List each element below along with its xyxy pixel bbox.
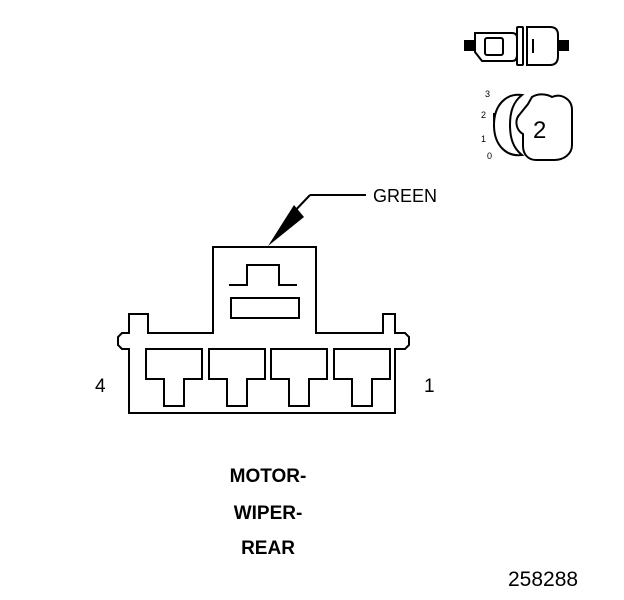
terminal-cavity — [208, 348, 266, 407]
callout-arrow-icon — [268, 205, 304, 246]
terminal-cavity — [145, 348, 203, 407]
connector-key-icon: 3 2 1 0 2 — [481, 89, 573, 161]
key-scale-label-0: 0 — [487, 151, 492, 161]
pin-label-left: 4 — [95, 376, 106, 397]
component-name-line-3: REAR — [241, 538, 295, 559]
connector-locator-icon — [464, 26, 569, 66]
key-scale-label-1: 1 — [481, 134, 486, 144]
component-name-line-2: WIPER- — [233, 503, 303, 524]
figure-number: 258288 — [508, 568, 578, 591]
wire-color-callout: GREEN — [268, 186, 437, 246]
terminal-cavity — [333, 348, 391, 407]
wire-color-label: GREEN — [373, 186, 437, 206]
pin-label-right: 1 — [424, 376, 435, 397]
key-scale-label-3: 3 — [485, 89, 490, 99]
lock-window — [230, 297, 300, 319]
key-scale-label-2: 2 — [481, 110, 486, 120]
terminal-cavities — [145, 348, 391, 407]
locking-tab — [229, 264, 297, 286]
component-name-line-1: MOTOR- — [229, 466, 307, 487]
terminal-cavity — [270, 348, 328, 407]
key-badge-number: 2 — [533, 117, 546, 144]
